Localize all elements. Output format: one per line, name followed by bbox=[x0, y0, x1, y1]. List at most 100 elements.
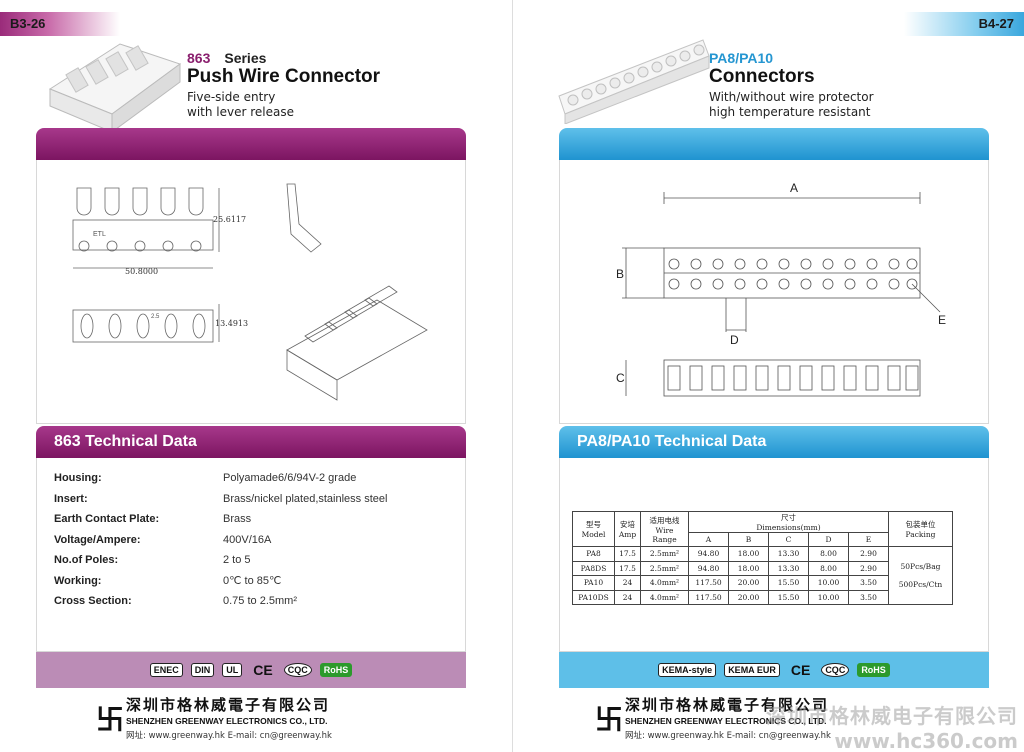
enec-cert-icon: ENEC bbox=[149, 663, 183, 677]
spec-label: Working: bbox=[54, 574, 102, 587]
company-en-name: SHENZHEN GREENWAY ELECTRONICS CO., LTD. bbox=[126, 716, 328, 726]
watermark-url: www.hc360.com bbox=[834, 729, 1018, 752]
table-row: PA8DS 17.5 2.5mm² 94.80 18.00 13.30 8.00… bbox=[572, 560, 953, 576]
cell-model: PA10DS bbox=[572, 589, 615, 605]
dim-label-b: B bbox=[616, 267, 624, 281]
tech-data-title: PA8/PA10 Technical Data bbox=[577, 433, 767, 450]
spec-row: Voltage/Ampere: 400V/16A bbox=[54, 530, 387, 551]
tech-data-panel bbox=[36, 458, 466, 652]
cell-d: 8.00 bbox=[808, 546, 849, 562]
spec-value: Brass bbox=[223, 513, 252, 526]
cell-b: 20.00 bbox=[728, 589, 769, 605]
ul-cert-icon: UL bbox=[222, 663, 243, 677]
cell-model: PA10 bbox=[572, 575, 615, 591]
spec-label: Voltage/Ampere: bbox=[54, 533, 141, 546]
cqc-cert-icon: CQC bbox=[821, 663, 850, 677]
cell-d: 10.00 bbox=[808, 575, 849, 591]
cell-e: 2.90 bbox=[848, 546, 889, 562]
kema-mark-icon: KEMA-style bbox=[658, 663, 717, 677]
tech-data-title: 863 Technical Data bbox=[54, 433, 197, 450]
spec-value: 400V/16A bbox=[223, 533, 272, 546]
din-cert-icon: DIN bbox=[190, 663, 215, 677]
cell-wire: 4.0mm² bbox=[640, 589, 689, 605]
cell-c: 13.30 bbox=[768, 560, 809, 576]
cell-b: 18.00 bbox=[728, 546, 769, 562]
company-logo-icon: 卐 bbox=[595, 704, 624, 735]
subtitle-line-1: Five-side entry bbox=[187, 90, 276, 104]
dim-col-a: A bbox=[688, 532, 729, 547]
cell-a: 94.80 bbox=[688, 546, 729, 562]
company-contact: 网址: www.greenway.hk E-mail: cn@greenway.… bbox=[126, 731, 332, 741]
etl-mark: ETL bbox=[93, 231, 106, 238]
cell-c: 15.50 bbox=[768, 575, 809, 591]
table-row: PA10 24 4.0mm² 117.50 20.00 15.50 10.00 … bbox=[572, 575, 953, 591]
spec-row: Cross Section:0.75 to 2.5mm² bbox=[54, 591, 387, 612]
spec-row: No.of Poles:2 to 5 bbox=[54, 550, 387, 571]
cell-a: 94.80 bbox=[688, 560, 729, 576]
spec-value: Polyamade6/6/94V-2 grade bbox=[223, 472, 357, 485]
drawing-panel: A B D E C bbox=[559, 160, 989, 424]
title-block: PA8/PA10 Connectors With/without wire pr… bbox=[709, 50, 874, 120]
rohs-cert-icon: RoHS bbox=[857, 663, 890, 677]
push-wire-connector-photo bbox=[48, 43, 182, 133]
dim-col-d: D bbox=[808, 532, 849, 547]
cell-d: 10.00 bbox=[808, 589, 849, 605]
product-title: Push Wire Connector bbox=[187, 66, 381, 87]
spec-value: 2 to 5 bbox=[223, 554, 251, 567]
spec-value: Brass/nickel plated,stainless steel bbox=[223, 492, 388, 505]
dim-height-label: 25.6117 bbox=[213, 215, 246, 224]
cqc-cert-icon: CQC bbox=[283, 663, 312, 677]
cell-wire: 4.0mm² bbox=[640, 575, 689, 591]
spec-table: Housing:Polyamade6/6/94V-2 grade Insert:… bbox=[54, 468, 387, 612]
cell-wire: 2.5mm² bbox=[640, 546, 689, 562]
company-footer: 卐 深圳市格林威電子有限公司 SHENZHEN GREENWAY ELECTRO… bbox=[96, 694, 332, 741]
cell-b: 18.00 bbox=[728, 560, 769, 576]
watermark: 深圳市格林威电子有限公司 www.hc360.com bbox=[766, 700, 1018, 752]
spec-row: Earth Contact Plate: Brass bbox=[54, 509, 387, 530]
cell-amp: 17.5 bbox=[614, 560, 641, 576]
cell-a: 117.50 bbox=[688, 575, 729, 591]
dim-width-label: 50.8000 bbox=[125, 267, 158, 276]
company-footer: 卐 深圳市格林威電子有限公司 SHENZHEN GREENWAY ELECTRO… bbox=[595, 694, 831, 741]
subtitle-line-1: With/without wire protector bbox=[709, 90, 874, 104]
cell-e: 3.50 bbox=[848, 575, 889, 591]
company-en-name: SHENZHEN GREENWAY ELECTRONICS CO., LTD. bbox=[625, 716, 827, 726]
drawing-panel: 25.6117 50.8000 13.4913 ETL 2.5 bbox=[36, 160, 466, 424]
company-contact: 网址: www.greenway.hk E-mail: cn@greenway.… bbox=[625, 731, 831, 741]
product-title: Connectors bbox=[709, 66, 815, 87]
cell-model: PA8 bbox=[572, 546, 615, 562]
dim-label-c: C bbox=[616, 371, 625, 385]
spec-value: 0.75 to 2.5mm² bbox=[223, 595, 297, 608]
spec-label: Insert: bbox=[54, 492, 88, 505]
spec-value: 0℃ to 85℃ bbox=[223, 575, 282, 588]
terminal-strip-photo bbox=[558, 39, 710, 124]
subtitle-line-2: with lever release bbox=[187, 105, 294, 119]
dim-col-e: E bbox=[848, 532, 889, 547]
company-cn-name: 深圳市格林威電子有限公司 bbox=[126, 696, 331, 714]
cell-c: 15.50 bbox=[768, 589, 809, 605]
company-cn-name: 深圳市格林威電子有限公司 bbox=[625, 696, 830, 714]
ce-cert-icon: CE bbox=[253, 662, 273, 678]
cell-e: 3.50 bbox=[848, 589, 889, 605]
table-row: PA10DS 24 4.0mm² 117.50 20.00 15.50 10.0… bbox=[572, 589, 953, 605]
spec-label: Earth Contact Plate: bbox=[54, 513, 160, 526]
dim-label-e: E bbox=[938, 313, 946, 327]
technical-drawing: 25.6117 50.8000 13.4913 ETL 2.5 bbox=[72, 183, 428, 401]
cell-a: 117.50 bbox=[688, 589, 729, 605]
series-code: PA8/PA10 bbox=[709, 50, 774, 66]
dim-depth-label: 13.4913 bbox=[215, 319, 248, 328]
cell-amp: 17.5 bbox=[614, 546, 641, 562]
cell-d: 8.00 bbox=[808, 560, 849, 576]
cell-model: PA8DS bbox=[572, 560, 615, 576]
cell-amp: 24 bbox=[614, 589, 641, 605]
pitch-label: 2.5 bbox=[151, 314, 160, 320]
watermark-company: 深圳市格林威电子有限公司 bbox=[766, 704, 1018, 728]
